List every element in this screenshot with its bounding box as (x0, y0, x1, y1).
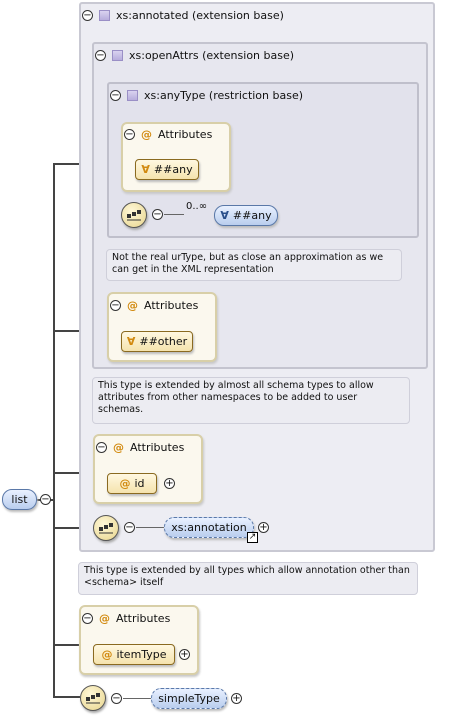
simpletype-element-label: simpleType (158, 692, 220, 705)
annotation-element[interactable]: xs:annotation (164, 517, 254, 538)
connector-trunk (53, 163, 55, 697)
annotation-element-label: xs:annotation (171, 521, 247, 534)
list-sequence-collapse-icon[interactable]: − (111, 692, 122, 704)
other-attribute-wildcard[interactable]: ∀ ##other (121, 331, 193, 352)
attributes-at-icon: @ (127, 299, 138, 312)
sequence-compositor-icon[interactable] (121, 202, 147, 228)
simpletype-expand-icon[interactable]: + (231, 692, 242, 704)
list-attributes-title: Attributes (116, 612, 171, 625)
connector-list-attrs (53, 644, 81, 646)
connector-annotated-seq (53, 527, 93, 529)
root-label: list (11, 493, 28, 506)
wildcard-icon: ∀ (141, 163, 150, 176)
attribute-at-icon: @ (101, 648, 113, 661)
attributes-at-icon: @ (99, 612, 110, 625)
itemtype-attribute-label: itemType (116, 648, 167, 661)
sequence-collapse-icon[interactable]: − (152, 208, 163, 220)
connector-annotated-attrs (53, 472, 95, 474)
reference-arrow-icon: ↗ (247, 532, 258, 543)
openattrs-attributes-title: Attributes (144, 299, 199, 312)
openattrs-title: xs:openAttrs (extension base) (129, 49, 295, 62)
anytype-attributes-title: Attributes (158, 128, 213, 141)
anytype-collapse-icon[interactable]: − (110, 89, 121, 101)
list-attributes-header: − @ Attributes (82, 612, 170, 625)
itemtype-expand-icon[interactable]: + (179, 648, 190, 660)
simpletype-element[interactable]: simpleType (151, 688, 227, 709)
sequence-compositor-icon[interactable] (93, 515, 119, 541)
sequence-compositor-icon[interactable] (80, 685, 106, 711)
annotated-title: xs:annotated (extension base) (116, 9, 284, 22)
annotated-attributes-title: Attributes (130, 441, 185, 454)
annotated-attributes-collapse-icon[interactable]: − (96, 441, 107, 453)
attributes-at-icon: @ (141, 128, 152, 141)
annotated-sequence-collapse-icon[interactable]: − (124, 521, 135, 533)
openattrs-attributes-collapse-icon[interactable]: − (110, 299, 121, 311)
annotated-note: This type is extended by all types which… (78, 562, 418, 595)
annotated-attributes-header: − @ Attributes (96, 441, 184, 454)
attribute-at-icon: @ (119, 477, 131, 490)
annotated-header: − xs:annotated (extension base) (82, 9, 284, 22)
root-collapse-icon[interactable]: − (40, 493, 51, 505)
root-element-list[interactable]: list (2, 489, 37, 510)
connector-any-element (164, 214, 184, 215)
any-element-wildcard[interactable]: ∀ ##any (214, 205, 278, 226)
connector-annotation (136, 527, 164, 528)
other-attribute-label: ##other (139, 335, 188, 348)
anytype-attributes-box (121, 122, 231, 192)
occurrence-label: 0..∞ (186, 201, 208, 212)
anytype-note: Not the real urType, but as close an app… (106, 249, 402, 281)
id-attribute[interactable]: @ id (107, 473, 157, 494)
annotation-expand-icon[interactable]: + (258, 521, 269, 533)
any-attribute-label: ##any (153, 163, 193, 176)
connector-list-seq (53, 696, 80, 698)
complex-type-icon (127, 90, 138, 101)
anytype-attributes-header: − @ Attributes (124, 128, 212, 141)
any-element-label: ##any (232, 209, 272, 222)
itemtype-attribute[interactable]: @ itemType (93, 644, 175, 665)
id-expand-icon[interactable]: + (164, 477, 175, 489)
anytype-attributes-collapse-icon[interactable]: − (124, 128, 135, 140)
complex-type-icon (99, 10, 110, 21)
id-attribute-label: id (134, 477, 145, 490)
openattrs-header: − xs:openAttrs (extension base) (95, 49, 294, 62)
complex-type-icon (112, 50, 123, 61)
attributes-at-icon: @ (113, 441, 124, 454)
openattrs-collapse-icon[interactable]: − (95, 49, 106, 61)
anytype-header: − xs:anyType (restriction base) (110, 89, 303, 102)
annotated-collapse-icon[interactable]: − (82, 9, 93, 21)
any-attribute-wildcard[interactable]: ∀ ##any (135, 159, 199, 180)
openattrs-attributes-header: − @ Attributes (110, 299, 198, 312)
wildcard-icon: ∀ (126, 335, 136, 348)
connector-simpletype (123, 698, 151, 699)
anytype-title: xs:anyType (restriction base) (144, 89, 304, 102)
openattrs-note: This type is extended by almost all sche… (92, 377, 410, 424)
wildcard-icon: ∀ (220, 209, 229, 222)
list-attributes-collapse-icon[interactable]: − (82, 612, 93, 624)
